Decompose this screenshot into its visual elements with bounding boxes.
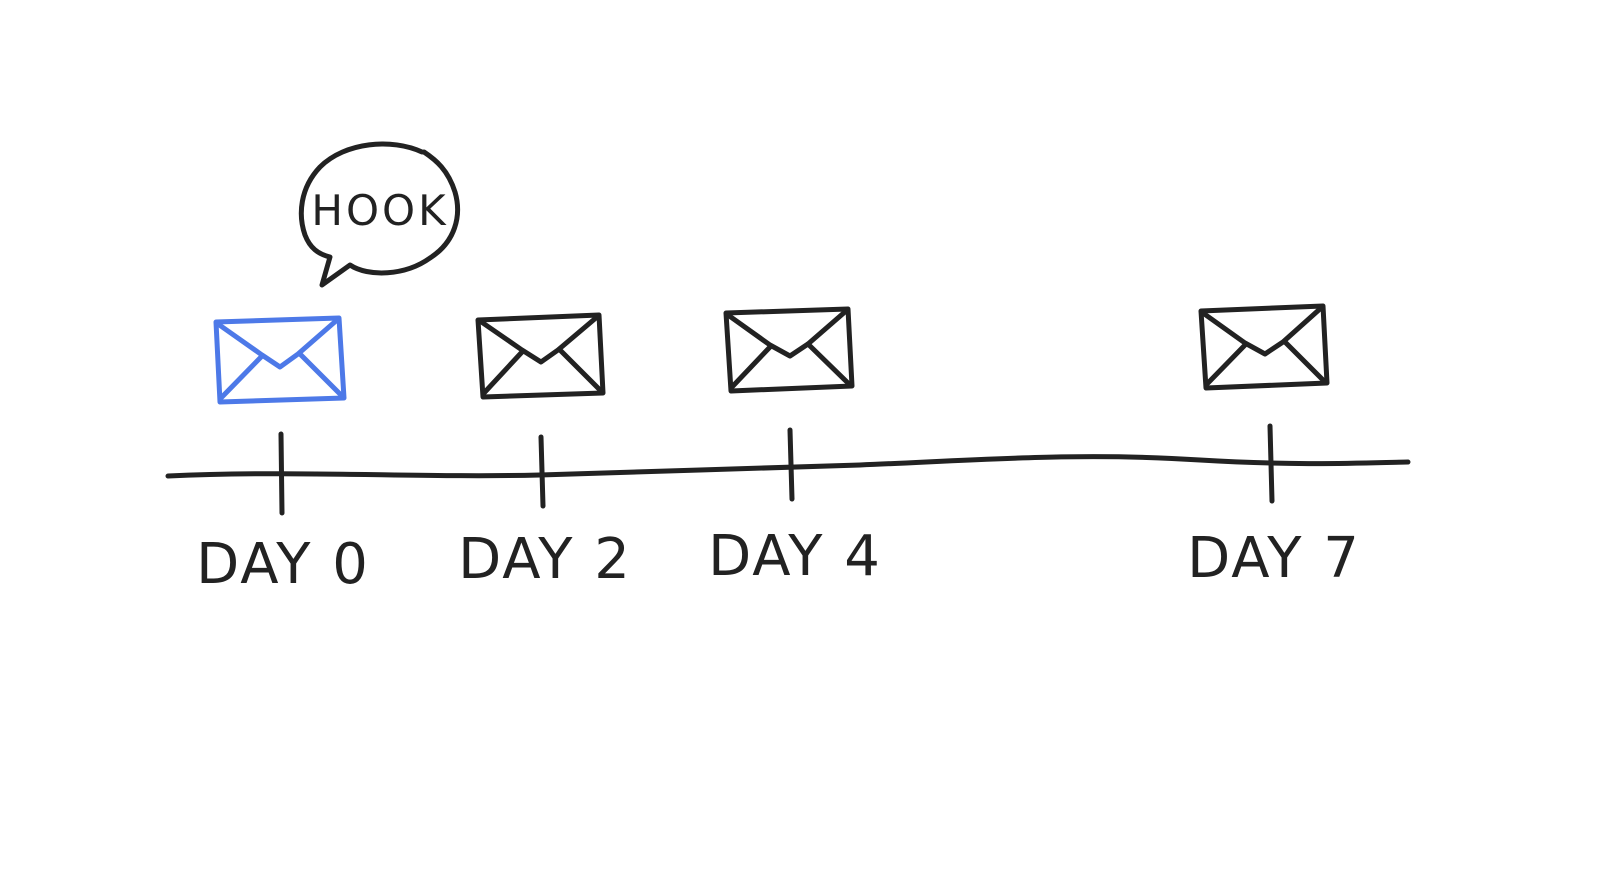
envelope-icon xyxy=(1198,303,1330,391)
tick-day-0 xyxy=(278,431,285,516)
speech-bubble xyxy=(298,141,460,288)
tick-day-4 xyxy=(787,427,795,502)
day-label: DAY 2 xyxy=(458,527,632,592)
timeline-axis xyxy=(165,454,1411,479)
envelope-icon xyxy=(723,306,855,394)
day-label: DAY 0 xyxy=(196,532,370,597)
envelope-icon xyxy=(475,312,606,400)
bubble-text: HOOK xyxy=(311,186,448,235)
day-label: DAY 4 xyxy=(708,524,882,589)
day-label: DAY 7 xyxy=(1187,526,1361,591)
tick-day-7 xyxy=(1267,423,1275,504)
envelope-icon xyxy=(213,315,347,405)
tick-day-2 xyxy=(538,434,546,509)
